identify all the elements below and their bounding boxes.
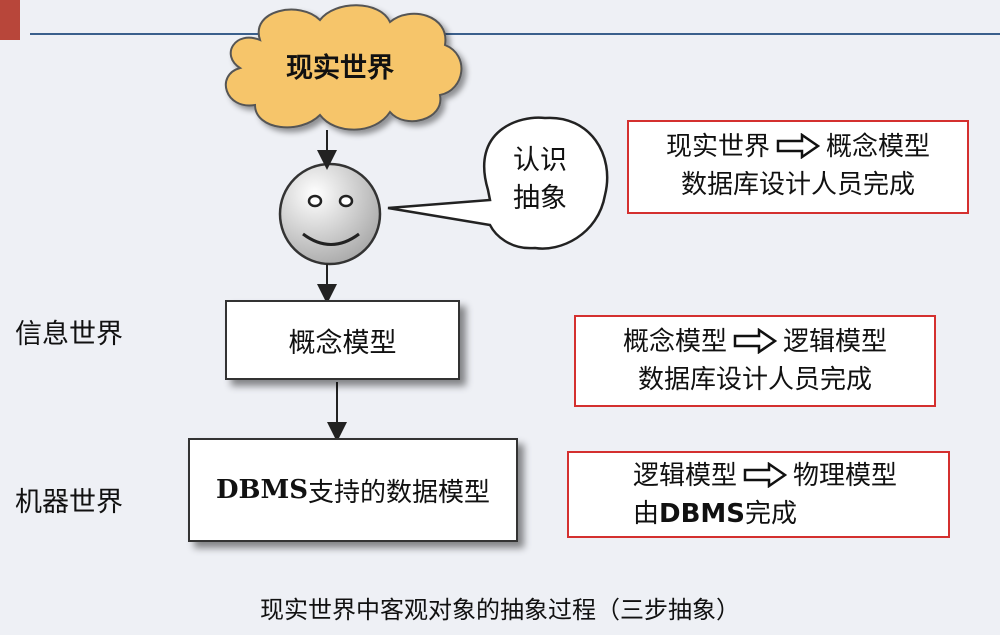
step1-actor: 数据库设计人员完成 (680, 170, 915, 200)
header-rule (30, 33, 1000, 35)
concept-model-label: 概念模型 (288, 327, 397, 359)
step3-actor: 由DBMS完成 (633, 495, 948, 533)
step2-to: 逻辑模型 (783, 327, 888, 357)
machine-world-label: 机器世界 (15, 487, 123, 518)
dbms-bold-label: DBMS (215, 475, 309, 505)
bubble-line-2: 抽象 (513, 183, 567, 214)
step3-actor-suffix: 完成 (745, 499, 798, 529)
concept-model-box: 概念模型 (225, 300, 460, 380)
bubble-text: 认识 抽象 (480, 120, 600, 240)
step3-from: 逻辑模型 (633, 461, 738, 491)
step3-to: 物理模型 (793, 461, 898, 491)
figure-caption: 现实世界中客观对象的抽象过程（三步抽象） (260, 596, 740, 624)
step3-actor-bold: DBMS (659, 499, 746, 529)
real-world-cloud-label: 现实世界 (286, 52, 394, 84)
step2-line: 概念模型 逻辑模型 (576, 323, 934, 361)
cloud-shape (224, 4, 463, 131)
step2-box: 概念模型 逻辑模型 数据库设计人员完成 (574, 315, 936, 407)
speech-bubble (387, 116, 609, 250)
step2-actor: 数据库设计人员完成 (637, 365, 872, 395)
right-arrow-icon (743, 462, 788, 488)
right-arrow-icon (733, 328, 777, 354)
corner-decoration (0, 0, 20, 40)
bubble-line-1: 认识 (513, 145, 567, 176)
face-icon (278, 162, 382, 266)
step1-to: 概念模型 (826, 132, 931, 162)
step3-actor-prefix: 由 (633, 499, 660, 529)
step1-box: 现实世界 概念模型 数据库设计人员完成 (627, 120, 969, 214)
step1-from: 现实世界 (665, 132, 770, 162)
step3-box: 逻辑模型 物理模型 由DBMS完成 (567, 451, 950, 538)
dbms-box-label: 支持的数据模型 (308, 477, 491, 508)
step3-line: 逻辑模型 物理模型 (633, 457, 948, 495)
info-world-label: 信息世界 (15, 319, 123, 350)
step1-line: 现实世界 概念模型 (629, 128, 967, 166)
right-arrow-icon (776, 133, 820, 159)
step2-from: 概念模型 (622, 327, 727, 357)
